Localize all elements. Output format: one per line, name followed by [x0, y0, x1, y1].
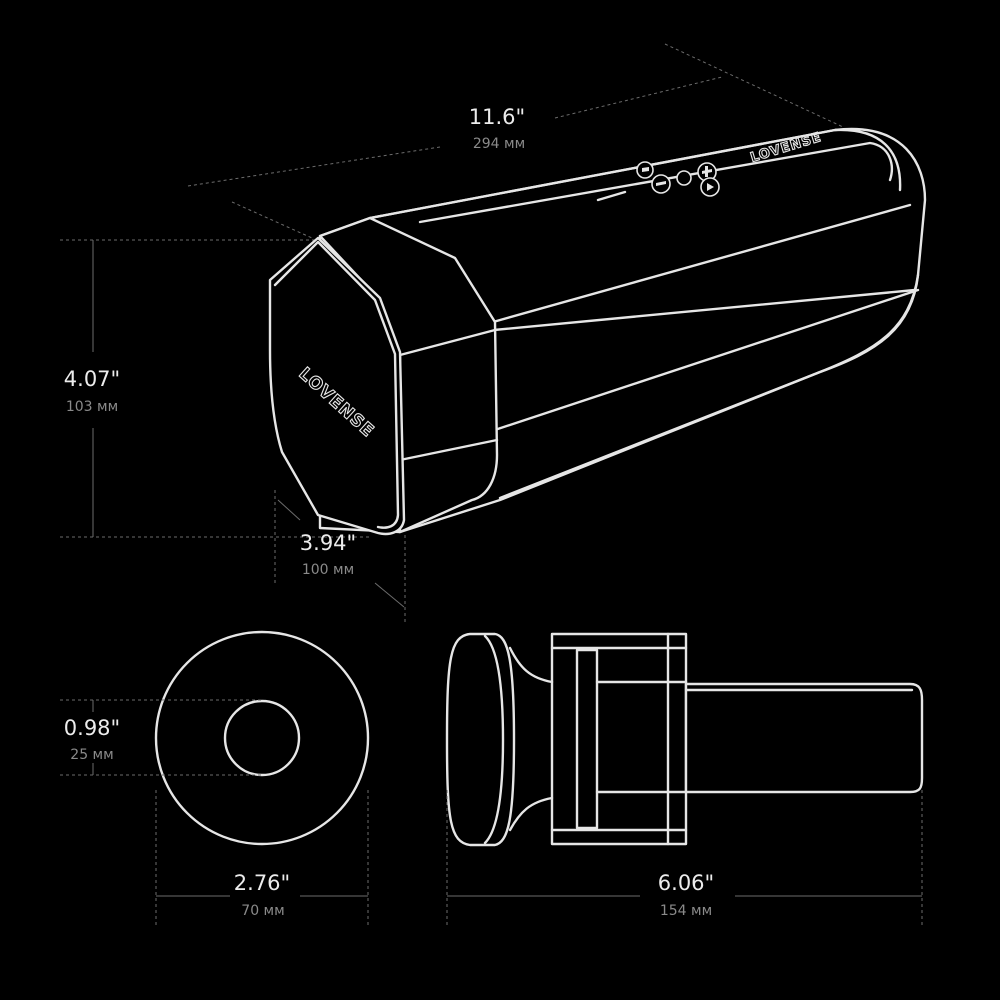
length-dimension: 11.6" 294 мм	[187, 43, 844, 239]
sleeve-cage	[550, 632, 688, 846]
height-dimension: 4.07" 103 мм	[60, 239, 372, 538]
minus-icon	[656, 181, 666, 186]
sleeve-shaft	[684, 682, 924, 794]
sleeve-end-cap	[445, 632, 516, 847]
device-front-collar	[318, 216, 499, 534]
play-icon	[707, 183, 714, 191]
height-inches: 4.07"	[64, 367, 120, 391]
sleeve-outer-ring	[154, 630, 370, 846]
length-inches: 11.6"	[469, 105, 525, 129]
sleeve-diameter-mm: 70 мм	[241, 903, 284, 919]
sleeve-side-view: 6.06" 154 мм	[445, 632, 924, 925]
sleeve-length-mm: 154 мм	[660, 903, 712, 919]
device-body: LOVENSE LOVENSE	[268, 127, 927, 536]
device-perspective-view: 11.6" 294 мм 4.07" 103 мм 3.94" 100 мм	[60, 43, 927, 622]
opening-inches: 0.98"	[64, 716, 120, 740]
width-mm: 100 мм	[302, 562, 354, 578]
sleeve-diameter-inches: 2.76"	[234, 871, 290, 895]
sleeve-front-view: 0.98" 25 мм 2.76" 70 мм	[60, 630, 370, 925]
sleeve-diameter-dimension: 2.76" 70 мм	[155, 790, 369, 925]
opening-dimension: 0.98" 25 мм	[60, 699, 262, 776]
control-button-center[interactable]	[676, 170, 692, 186]
control-panel	[596, 161, 720, 202]
sleeve-inner-plate	[575, 648, 599, 830]
opening-mm: 25 мм	[70, 747, 113, 763]
plus-icon	[702, 166, 712, 177]
length-mm: 294 мм	[473, 136, 525, 152]
sleeve-opening	[223, 699, 301, 777]
sleeve-length-inches: 6.06"	[658, 871, 714, 895]
indicator-slot	[596, 190, 627, 202]
sleeve-length-dimension: 6.06" 154 мм	[446, 790, 923, 925]
width-inches: 3.94"	[300, 531, 356, 555]
mode-icon	[642, 167, 649, 172]
device-front-face	[268, 236, 406, 536]
height-mm: 103 мм	[66, 399, 118, 415]
width-dimension: 3.94" 100 мм	[274, 490, 406, 622]
